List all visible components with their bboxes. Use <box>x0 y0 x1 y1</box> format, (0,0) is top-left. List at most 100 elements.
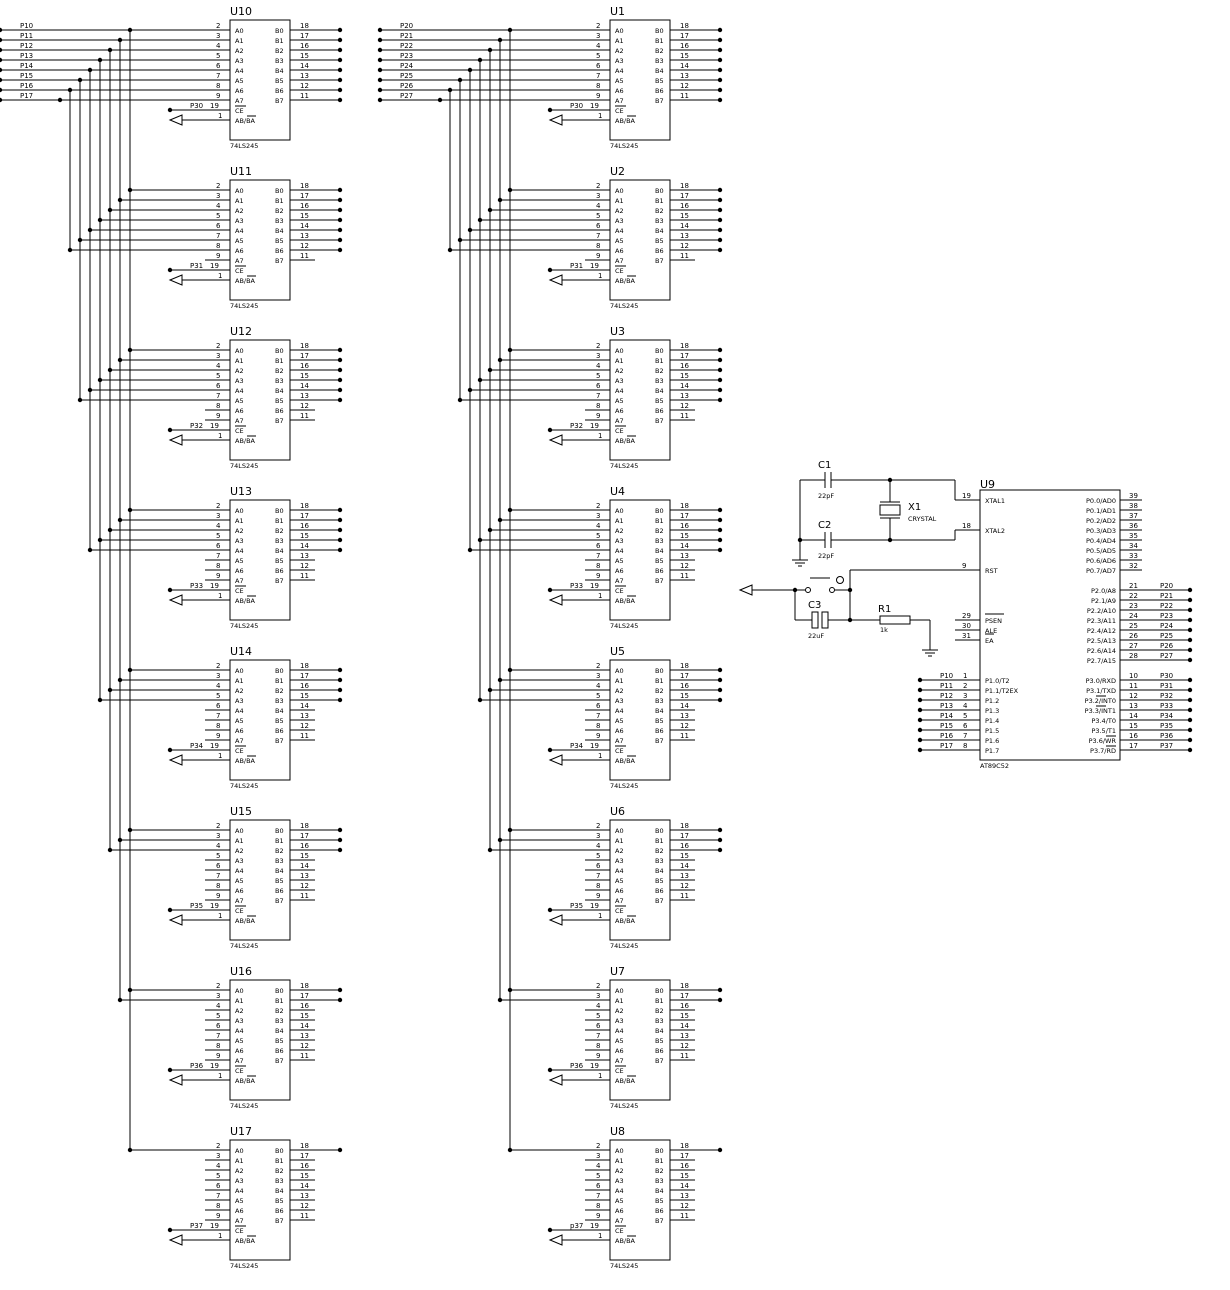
ce-junction-dot <box>167 747 173 753</box>
mcu-p2-name: P2.3/A11 <box>1087 617 1116 625</box>
pin-b-name: B2 <box>275 367 284 375</box>
pin-a-name: A1 <box>235 997 244 1005</box>
pin-a-number: 5 <box>216 1012 220 1020</box>
bus-junction-dot <box>497 357 503 363</box>
pin-b-name: B4 <box>655 707 664 715</box>
pin-b-name: B7 <box>275 737 284 745</box>
mcu-p1-num: 2 <box>963 682 967 690</box>
bus-junction-dot <box>447 247 453 253</box>
chip-part-label: 74LS245 <box>610 942 638 950</box>
pin-b-number: 17 <box>300 352 309 360</box>
pin-a-name: A6 <box>235 407 244 415</box>
pin-a-name: A6 <box>235 1207 244 1215</box>
pin-a-number: 6 <box>216 862 221 870</box>
chip-designator: U15 <box>230 805 252 818</box>
pin-b-name: B5 <box>275 717 284 725</box>
bus-junction-dot <box>107 47 113 53</box>
pin-a-number: 4 <box>216 842 221 850</box>
pin-a-name: A1 <box>235 837 244 845</box>
dir-arrow-terminal <box>548 1234 563 1246</box>
pin-a-number: 2 <box>216 822 220 830</box>
dir-arrow-terminal <box>168 1074 183 1086</box>
dir-pin-number: 1 <box>598 112 602 120</box>
mcu-p2-name: P2.2/A10 <box>1087 607 1116 615</box>
bus-junction-dot <box>467 67 473 73</box>
pin-b-number: 16 <box>680 682 689 690</box>
pin-b-number: 11 <box>300 92 309 100</box>
pin-b-number: 17 <box>680 992 689 1000</box>
pin-b-number: 11 <box>300 732 309 740</box>
pin-b-name: B1 <box>275 837 284 845</box>
mcu-p1-name: P1.3 <box>985 707 999 715</box>
pin-a-name: A5 <box>615 77 624 85</box>
pin-a-name: A3 <box>235 857 244 865</box>
pin-b-number: 13 <box>300 552 309 560</box>
mcu-p1-num: 8 <box>963 742 967 750</box>
mcu-p3-num: 16 <box>1129 732 1138 740</box>
pin-a-name: A0 <box>615 987 624 995</box>
mcu-p3-num: 11 <box>1129 682 1138 690</box>
pin-a-name: A7 <box>615 737 624 745</box>
pin-a-name: A7 <box>235 1217 244 1225</box>
pin-a-number: 3 <box>216 32 220 40</box>
pin-b-name: B2 <box>655 527 664 535</box>
pin-b-name: B1 <box>275 997 284 1005</box>
pin-b-name: B1 <box>275 37 284 45</box>
pin-b-number: 14 <box>680 1022 689 1030</box>
mcu-left-pin-name: XTAL1 <box>985 497 1005 505</box>
pin-a-name: A6 <box>615 1047 624 1055</box>
pin-b-name: B1 <box>655 837 664 845</box>
pin-a-name: A5 <box>615 557 624 565</box>
chip-designator: U14 <box>230 645 252 658</box>
bus-junction-dot <box>507 1147 513 1153</box>
dir-arrow-terminal <box>548 754 563 766</box>
ce-net-label: P35 <box>570 902 583 910</box>
pin-b-name: B5 <box>275 77 284 85</box>
pin-b-number: 11 <box>680 412 689 420</box>
dir-pin-number: 1 <box>218 112 222 120</box>
chip-designator: U10 <box>230 5 252 18</box>
mcu-p3-net: P35 <box>1160 722 1173 730</box>
pin-b-name: B0 <box>275 187 284 195</box>
bus-junction-dot <box>457 397 463 403</box>
pin-b-name: B0 <box>275 507 284 515</box>
pin-b-name: B2 <box>275 527 284 535</box>
mcu-p3-num: 14 <box>1129 712 1138 720</box>
pin-a-name: A6 <box>235 1047 244 1055</box>
pin-a-name: A2 <box>615 687 624 695</box>
pin-b-number: 14 <box>300 222 309 230</box>
mcu-p0-name: P0.6/AD6 <box>1086 557 1116 565</box>
pin-a-number: 6 <box>216 222 221 230</box>
pin-b-number: 14 <box>300 1182 309 1190</box>
pin-b-name: B0 <box>655 347 664 355</box>
pin-b-number: 16 <box>680 1162 689 1170</box>
mcu-p1-net: P15 <box>940 722 953 730</box>
pin-a-name: A4 <box>235 1187 244 1195</box>
ce-junction-dot <box>547 1227 553 1233</box>
pin-b-name: B3 <box>275 537 284 545</box>
pin-b-name: B7 <box>275 257 284 265</box>
pin-b-number: 16 <box>680 522 689 530</box>
pin-b-name: B5 <box>655 237 664 245</box>
pin-b-number: 18 <box>300 182 309 190</box>
bus-net-label: P21 <box>400 32 413 40</box>
pin-a-number: 5 <box>596 1172 600 1180</box>
pin-b-name: B7 <box>275 417 284 425</box>
mcu-left-pin-name: PSEN <box>985 617 1002 625</box>
mcu-p2-net: P27 <box>1160 652 1173 660</box>
pin-a-number: 2 <box>596 662 600 670</box>
ce-junction-dot <box>167 587 173 593</box>
dir-pin-number: 1 <box>218 1072 222 1080</box>
mcu-part-label: AT89C52 <box>980 762 1009 770</box>
pin-a-name: A4 <box>615 707 624 715</box>
pin-a-name: A0 <box>615 1147 624 1155</box>
bus-net-label: P14 <box>20 62 34 70</box>
mcu-p2-dot <box>1187 617 1193 623</box>
pin-b-name: B4 <box>655 67 664 75</box>
pin-a-number: 8 <box>216 402 220 410</box>
bus-junction-dot <box>117 677 123 683</box>
mcu-p1-name: P1.4 <box>985 717 999 725</box>
chip-u15: U152A018B03A117B14A216B25A315B36A414B47A… <box>167 805 343 950</box>
bus-junction-dot <box>487 687 493 693</box>
